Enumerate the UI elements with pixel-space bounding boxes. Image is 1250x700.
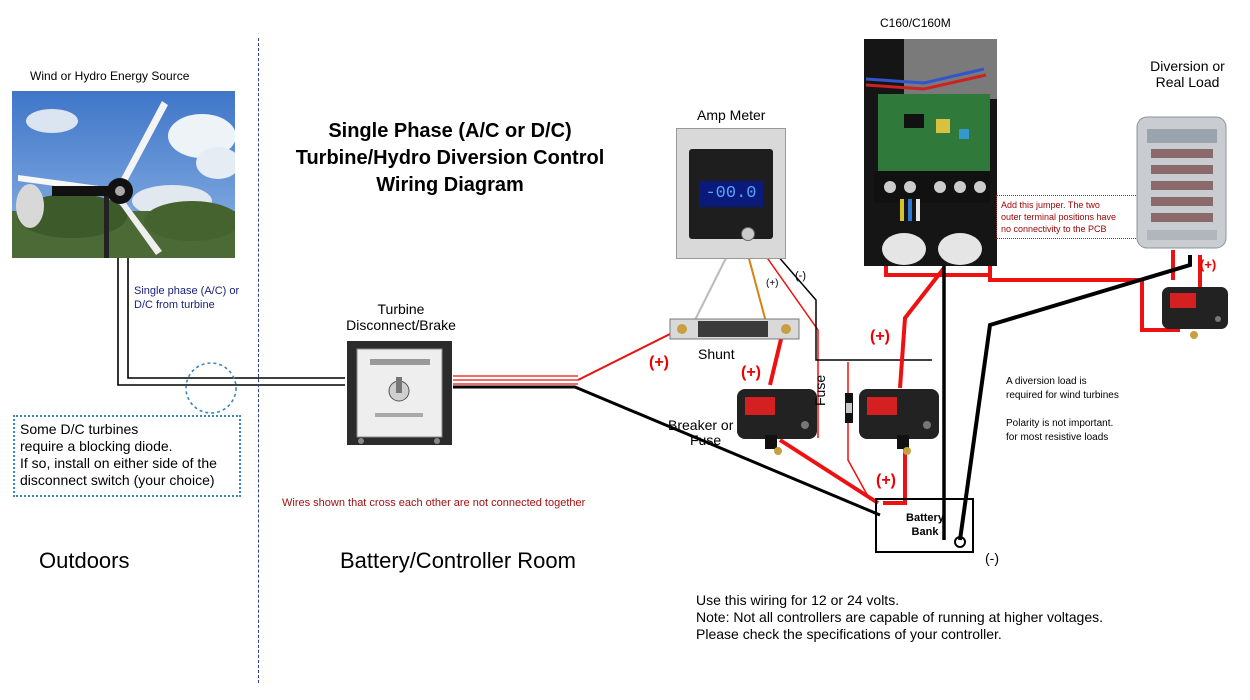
plus-label-breaker1: (+) xyxy=(741,364,761,381)
polarity-line1: Polarity is not important. xyxy=(1006,418,1114,429)
outdoors-label: Outdoors xyxy=(39,548,130,573)
amp-meter: -00.0 xyxy=(676,128,786,259)
shunt-to-breaker xyxy=(768,334,784,386)
plus-label-shunt: (+) xyxy=(649,354,669,371)
breaker2-to-battery xyxy=(883,440,907,505)
load-line2: Real Load xyxy=(1155,74,1220,90)
plus-label-load: (+) xyxy=(1200,257,1217,272)
breaker-1-photo xyxy=(737,389,817,455)
cross-wires-note: Wires shown that cross each other are no… xyxy=(282,497,586,509)
load-label: Diversion or Real Load xyxy=(1140,58,1235,90)
battery-negative-terminal xyxy=(954,536,966,548)
room-label: Battery/Controller Room xyxy=(340,548,576,573)
breaker-or-fuse-label: Breaker or Fuse xyxy=(668,418,733,448)
shunt-label: Shunt xyxy=(698,346,735,362)
meter-knob xyxy=(741,227,755,241)
disconnect-switch-photo xyxy=(347,341,452,445)
jumper-note-line1: Add this jumper. The two xyxy=(1001,200,1100,210)
title-line3: Wiring Diagram xyxy=(376,174,524,196)
diversion-requirement-note: A diversion load is required for wind tu… xyxy=(1006,375,1119,403)
voltage-line3: Please check the specifications of your … xyxy=(696,626,1002,642)
jumper-note-line3: no connectivity to the PCB xyxy=(1001,224,1107,234)
load-line1: Diversion or xyxy=(1150,58,1225,74)
breaker-2-photo xyxy=(859,389,939,455)
load-negative xyxy=(958,255,1192,541)
meter-lead-gray xyxy=(694,257,727,321)
turbine-leads xyxy=(117,258,345,386)
diversion-note-line2: required for wind turbines xyxy=(1006,390,1119,401)
breaker-3-photo xyxy=(1162,287,1228,339)
battery-bank-box xyxy=(875,498,974,553)
controller-label: C160/C160M xyxy=(880,16,951,30)
diversion-note-line1: A diversion load is xyxy=(1006,376,1087,387)
polarity-line2: for most resistive loads xyxy=(1006,432,1109,443)
disconnect-positive-wire xyxy=(453,329,679,385)
single-phase-note: Single phase (A/C) or D/C from turbine xyxy=(134,284,239,312)
zone-divider xyxy=(258,38,259,683)
energy-source-label: Wind or Hydro Energy Source xyxy=(30,69,190,83)
plus-label-battery: (+) xyxy=(876,472,896,489)
meter-plus-label: (+) xyxy=(766,278,779,289)
disconnect-line1: Turbine xyxy=(377,301,425,317)
voltage-note: Use this wiring for 12 or 24 volts. Note… xyxy=(696,592,1103,643)
disconnect-negative-wire xyxy=(453,385,881,517)
controller-positive xyxy=(898,266,946,389)
breaker-to-battery xyxy=(778,438,880,505)
battery-minus-label: (-) xyxy=(985,550,999,566)
title-line1: Single Phase (A/C or D/C) xyxy=(328,120,572,142)
shunt-photo xyxy=(669,318,800,340)
meter-minus-label: (-) xyxy=(795,270,806,282)
plus-label-controller: (+) xyxy=(870,328,890,345)
meter-display xyxy=(699,181,763,207)
meter-lead-black xyxy=(763,239,932,361)
voltage-line1: Use this wiring for 12 or 24 volts. xyxy=(696,592,900,608)
battery-line1: Battery xyxy=(906,512,944,524)
jumper-note: Add this jumper. The two outer terminal … xyxy=(996,195,1140,239)
controller-photo xyxy=(864,39,997,266)
wind-turbine-photo xyxy=(12,91,235,258)
battery-line2: Bank xyxy=(911,526,939,538)
meter-lead-red xyxy=(755,241,819,438)
single-phase-line1: Single phase (A/C) or xyxy=(134,285,240,297)
diversion-load-photo xyxy=(1136,116,1227,249)
disconnect-line2: Disconnect/Brake xyxy=(346,317,456,333)
diode-note-line3: If so, install on either side of the xyxy=(20,455,217,471)
single-phase-line2: D/C from turbine xyxy=(134,299,215,311)
fuse-label: Fuse xyxy=(812,374,828,406)
meter-reading: -00.0 xyxy=(705,184,757,203)
disconnect-label: Turbine Disconnect/Brake xyxy=(330,301,472,333)
diode-note-line1: Some D/C turbines xyxy=(20,421,139,437)
blocking-diode-note: Some D/C turbines require a blocking dio… xyxy=(13,415,241,497)
breaker-line1: Breaker or xyxy=(668,417,734,433)
polarity-note: Polarity is not important. for most resi… xyxy=(1006,417,1113,445)
diode-location-marker xyxy=(185,362,237,414)
voltage-line2: Note: Not all controllers are capable of… xyxy=(696,609,1104,625)
diagram-title: Single Phase (A/C or D/C) Turbine/Hydro … xyxy=(255,118,645,199)
load-positive xyxy=(1171,250,1202,290)
amp-meter-label: Amp Meter xyxy=(697,107,766,123)
inline-fuse xyxy=(845,393,853,423)
jumper-note-line2: outer terminal positions have xyxy=(1001,212,1117,222)
title-line2: Turbine/Hydro Diversion Control xyxy=(295,147,605,169)
breaker-line2: Fuse xyxy=(690,432,722,448)
battery-bank-label: Battery Bank xyxy=(880,511,970,539)
diode-note-line4: disconnect switch (your choice) xyxy=(20,472,215,488)
diode-note-line2: require a blocking diode. xyxy=(20,438,173,454)
